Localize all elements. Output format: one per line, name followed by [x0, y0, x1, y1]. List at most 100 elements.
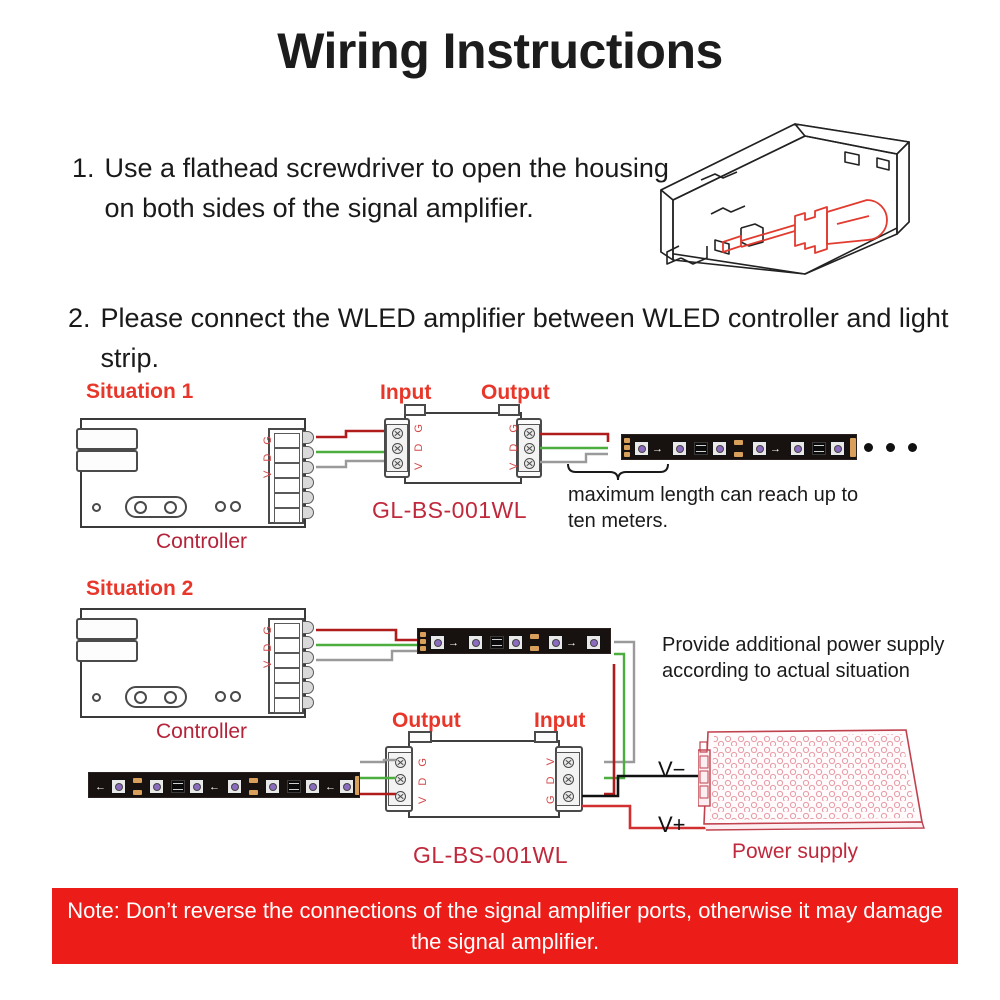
situation-2-wires-amp-to-psu	[582, 774, 706, 830]
terminal-screw	[563, 791, 574, 802]
terminal-pin	[274, 653, 300, 668]
situation-1-controller-terminal-letters: V D G	[262, 433, 274, 478]
controller-hole	[92, 503, 101, 512]
rgb-led-chip	[111, 779, 126, 794]
situation-2-wires-controller-to-strip	[316, 628, 418, 662]
amplifier-top-tab	[404, 404, 426, 416]
psu-negative-label: V−	[658, 757, 686, 782]
controller-connector	[76, 640, 138, 662]
terminal-lug	[302, 461, 314, 474]
controller-connector	[76, 618, 138, 640]
terminal-lug	[302, 636, 314, 649]
rgb-led-chip	[468, 635, 483, 650]
strip-ic-chip	[171, 780, 185, 793]
terminal-lug	[302, 431, 314, 444]
strip-cut-pad	[133, 778, 142, 783]
controller-connector	[76, 450, 138, 472]
page-title: Wiring Instructions	[277, 23, 723, 79]
rgb-led-chip	[227, 779, 242, 794]
terminal-pin	[274, 463, 300, 478]
situation-2-amp-input-letters: G D V	[545, 754, 557, 804]
situation-2-power-note: Provide additional power supply accordin…	[662, 634, 945, 682]
strip-pad	[420, 646, 426, 651]
situation-1-controller-terminal-block	[268, 428, 304, 524]
strip-ic-chip	[490, 636, 504, 649]
rgb-led-chip	[586, 635, 601, 650]
situation-2-label: Situation 2	[86, 577, 194, 600]
rgb-led-chip	[508, 635, 523, 650]
situation-2-lower-led-strip: ← ← ←	[88, 772, 360, 798]
situation-2-controller-terminal-letters: V D G	[262, 623, 274, 668]
strip-pad	[624, 452, 630, 457]
situation-1-part-number: GL-BS-001WL	[372, 497, 528, 523]
terminal-pin	[274, 638, 300, 653]
terminal-screw	[395, 791, 406, 802]
situation-1-controller-caption: Controller	[156, 530, 248, 553]
terminal-screw	[524, 458, 535, 469]
terminal-screw	[563, 757, 574, 768]
strip-cut-pad	[734, 440, 743, 445]
terminal-screw	[524, 428, 535, 439]
controller-mount-slot	[125, 686, 187, 708]
instruction-step-2: 2. Please connect the WLED amplifier bet…	[68, 298, 968, 378]
rgb-led-chip	[265, 779, 280, 794]
note-banner: Note: Don’t reverse the connections of t…	[52, 888, 958, 964]
rgb-led-chip	[149, 779, 164, 794]
situation-2-wires-strip-to-amp-output	[360, 758, 396, 796]
controller-hole	[215, 691, 226, 702]
terminal-lug	[302, 666, 314, 679]
data-direction-arrow: ←	[325, 781, 336, 793]
step-2-number: 2.	[68, 303, 91, 333]
terminal-pin	[274, 448, 300, 463]
data-direction-arrow: →	[566, 637, 577, 649]
amplifier-housing-illustration	[660, 123, 910, 275]
situation-1-wires-amp-to-strip	[540, 432, 610, 464]
situation-2-input-label: Input	[534, 709, 586, 732]
strip-cut-pad	[249, 778, 258, 783]
amplifier-top-tab	[408, 731, 432, 743]
terminal-pin	[274, 478, 300, 493]
strip-pad	[624, 445, 630, 450]
controller-hole	[134, 501, 147, 514]
strip-cut-pad	[734, 452, 743, 457]
situation-2-amp-output-letters: V D G	[417, 754, 429, 804]
terminal-pin	[274, 623, 300, 638]
rgb-led-chip	[634, 441, 649, 456]
situation-1-length-brace	[567, 463, 669, 481]
situation-1-amp-input-letters: V D G	[413, 420, 425, 470]
strip-pad	[355, 776, 359, 795]
terminal-screw	[392, 458, 403, 469]
situation-2-upper-led-strip: → →	[417, 628, 611, 654]
strip-ic-chip	[287, 780, 301, 793]
terminal-lug	[302, 696, 314, 709]
terminal-pin	[274, 433, 300, 448]
rgb-led-chip	[672, 441, 687, 456]
situation-1-input-label: Input	[380, 381, 432, 404]
strip-pad	[850, 438, 856, 457]
rgb-led-chip	[752, 441, 767, 456]
terminal-lug	[302, 621, 314, 634]
rgb-led-chip	[790, 441, 805, 456]
rgb-led-chip	[548, 635, 563, 650]
situation-1-continuation-dots	[864, 443, 917, 452]
terminal-screw	[392, 443, 403, 454]
terminal-screw	[563, 774, 574, 785]
strip-ic-chip	[694, 442, 708, 455]
psu-positive-label: V+	[658, 812, 686, 837]
terminal-lug	[302, 681, 314, 694]
power-supply-caption: Power supply	[732, 840, 859, 863]
terminal-screw	[392, 428, 403, 439]
strip-pad	[624, 438, 630, 443]
data-direction-arrow: →	[652, 443, 663, 455]
note-banner-text: Note: Don’t reverse the connections of t…	[67, 898, 943, 954]
controller-mount-slot	[125, 496, 187, 518]
terminal-pin	[274, 683, 300, 698]
situation-1-wires-controller-to-amp	[316, 429, 388, 469]
controller-hole	[230, 691, 241, 702]
step-1-number: 1.	[72, 153, 95, 183]
controller-hole	[134, 691, 147, 704]
terminal-pin	[274, 508, 300, 523]
step-2-text: Please connect the WLED amplifier betwee…	[100, 303, 949, 373]
terminal-pin	[274, 493, 300, 508]
strip-pad	[420, 639, 426, 644]
